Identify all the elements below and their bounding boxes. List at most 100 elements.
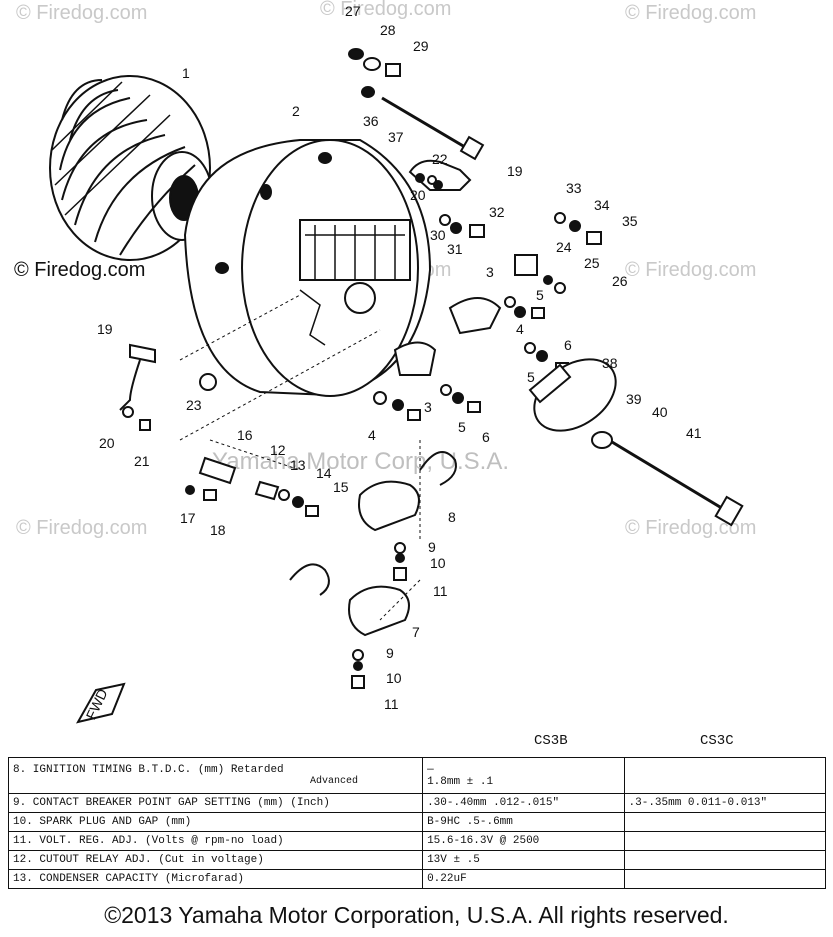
callout-9: 9	[428, 539, 436, 555]
spec-value-cs3c	[623, 869, 827, 889]
callout-41: 41	[686, 425, 702, 441]
callout-27: 27	[345, 3, 361, 19]
callout-13: 13	[290, 457, 306, 473]
callout-20: 20	[410, 187, 426, 203]
callout-31: 31	[447, 241, 463, 257]
watermark-top-center: © Firedog.com	[320, 0, 452, 20]
rotor-housing	[183, 139, 432, 397]
callout-19: 19	[507, 163, 523, 179]
spec-value-cs3c	[623, 850, 827, 870]
watermark-left-mid: © Firedog.com	[14, 259, 146, 281]
callout-20: 20	[99, 435, 115, 451]
callout-5: 5	[536, 287, 544, 303]
spec-value-cs3c: .3-.35mm 0.011-0.013"	[623, 793, 827, 813]
callout-3: 3	[424, 399, 432, 415]
table-row: 13. CONDENSER CAPACITY (Microfarad) 0.22…	[7, 869, 827, 889]
callout-15: 15	[333, 479, 349, 495]
callout-16: 16	[237, 427, 253, 443]
callout-34: 34	[594, 197, 610, 213]
callout-4: 4	[368, 427, 376, 443]
callout-6: 6	[564, 337, 572, 353]
specification-table: 8. IGNITION TIMING B.T.D.C. (mm) Retarde…	[7, 757, 827, 889]
callout-24: 24	[556, 239, 572, 255]
spec-value-cs3b: 0.22uF	[422, 869, 625, 889]
table-row: 12. CUTOUT RELAY ADJ. (Cut in voltage) 1…	[7, 850, 827, 870]
callout-5: 5	[458, 419, 466, 435]
spec-label: 12. CUTOUT RELAY ADJ. (Cut in voltage)	[7, 850, 424, 870]
callout-17: 17	[180, 510, 196, 526]
breaker-3-right	[448, 297, 502, 335]
table-row: 10. SPARK PLUG AND GAP (mm) B-9HC .5-.6m…	[7, 812, 827, 832]
callout-35: 35	[622, 213, 638, 229]
callout-23: 23	[186, 397, 202, 413]
spec-value-cs3b: .30-.40mm .012-.015"	[422, 793, 625, 813]
callout-7: 7	[412, 624, 420, 640]
callout-25: 25	[584, 255, 600, 271]
callout-19: 19	[97, 321, 113, 337]
spec-value-cs3b-sub: 1.8mm ± .1	[427, 775, 494, 788]
callout-38: 38	[602, 355, 618, 371]
callout-12: 12	[270, 442, 286, 458]
callout-6: 6	[482, 429, 490, 445]
spec-label: 9. CONTACT BREAKER POINT GAP SETTING (mm…	[7, 793, 424, 813]
callout-26: 26	[612, 273, 628, 289]
callout-21: 21	[134, 453, 150, 469]
spec-value-cs3c	[623, 812, 827, 832]
column-header-cs3b: CS3B	[534, 733, 568, 749]
callout-11: 11	[384, 696, 399, 712]
callout-32: 32	[489, 204, 505, 220]
table-row: 9. CONTACT BREAKER POINT GAP SETTING (mm…	[7, 793, 827, 813]
callout-3: 3	[486, 264, 494, 280]
spec-value-cs3b: B-9HC .5-.6mm	[422, 812, 625, 832]
watermark-right-low: © Firedog.com	[625, 517, 757, 539]
callout-29: 29	[413, 38, 429, 54]
callout-14: 14	[316, 465, 332, 481]
callout-22: 22	[432, 151, 448, 167]
spec-value-cs3c	[623, 831, 827, 851]
spec-label: 10. SPARK PLUG AND GAP (mm)	[7, 812, 424, 832]
callout-1: 1	[182, 65, 190, 81]
watermark-left-low: © Firedog.com	[16, 517, 148, 539]
callout-5: 5	[527, 369, 535, 385]
stator-coil	[49, 75, 213, 261]
bolt-41	[611, 440, 726, 512]
watermark-top-left: © Firedog.com	[16, 2, 148, 24]
table-row: 8. IGNITION TIMING B.T.D.C. (mm) Retarde…	[7, 757, 827, 794]
callout-18: 18	[210, 522, 226, 538]
callout-10: 10	[430, 555, 446, 571]
spec-value-cs3b: 15.6-16.3V @ 2500	[422, 831, 625, 851]
callout-37: 37	[388, 129, 404, 145]
callout-10: 10	[386, 670, 402, 686]
watermark-top-right: © Firedog.com	[625, 2, 757, 24]
watermark-right-mid: © Firedog.com	[625, 259, 757, 281]
spec-label: 11. VOLT. REG. ADJ. (Volts @ rpm-no load…	[7, 831, 424, 851]
callout-40: 40	[652, 404, 668, 420]
callout-30: 30	[430, 227, 446, 243]
callout-36: 36	[363, 113, 379, 129]
watermark-corp: Yamaha Motor Corp, U.S.A.	[212, 448, 509, 475]
bracket-19-upper	[408, 159, 472, 191]
bolt-37	[381, 96, 471, 152]
callout-39: 39	[626, 391, 642, 407]
column-header-cs3c: CS3C	[700, 733, 734, 749]
spec-label: 13. CONDENSER CAPACITY (Microfarad)	[7, 869, 424, 889]
callout-2: 2	[292, 103, 300, 119]
fwd-arrow-icon	[76, 682, 126, 724]
callout-28: 28	[380, 22, 396, 38]
table-row: 11. VOLT. REG. ADJ. (Volts @ rpm-no load…	[7, 831, 827, 851]
callout-33: 33	[566, 180, 582, 196]
callout-8: 8	[448, 509, 456, 525]
spec-value-cs3b: 13V ± .5	[422, 850, 625, 870]
condenser-8	[358, 480, 420, 532]
spec-sublabel: Advanced	[310, 776, 359, 787]
copyright-notice: ©2013 Yamaha Motor Corporation, U.S.A. A…	[104, 902, 729, 928]
spec-label: 8. IGNITION TIMING B.T.D.C. (mm) Retarde…	[13, 764, 284, 776]
condenser-7	[348, 585, 410, 637]
spec-value-cs3c	[623, 757, 827, 794]
callout-11: 11	[433, 583, 448, 599]
callout-9: 9	[386, 645, 394, 661]
callout-4: 4	[516, 321, 524, 337]
breaker-3-center	[393, 341, 437, 376]
spec-value-cs3b: —	[427, 763, 434, 776]
